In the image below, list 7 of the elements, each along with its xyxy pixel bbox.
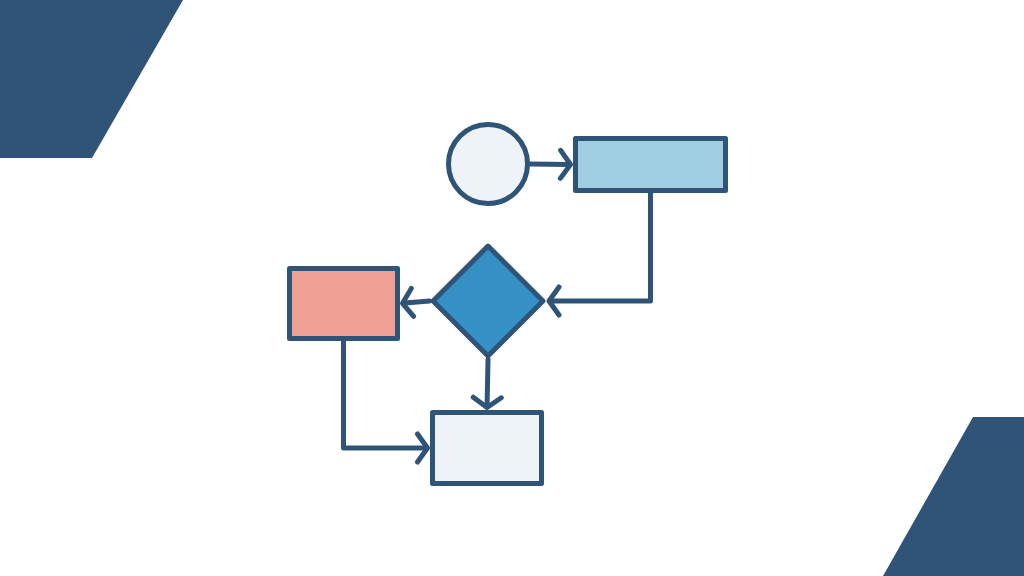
arrow	[341, 338, 430, 465]
arrow	[546, 190, 653, 318]
decision-diamond	[430, 243, 546, 359]
process-box	[430, 410, 544, 486]
start-circle	[446, 122, 530, 206]
process-box	[287, 266, 400, 341]
process-box	[573, 136, 728, 193]
